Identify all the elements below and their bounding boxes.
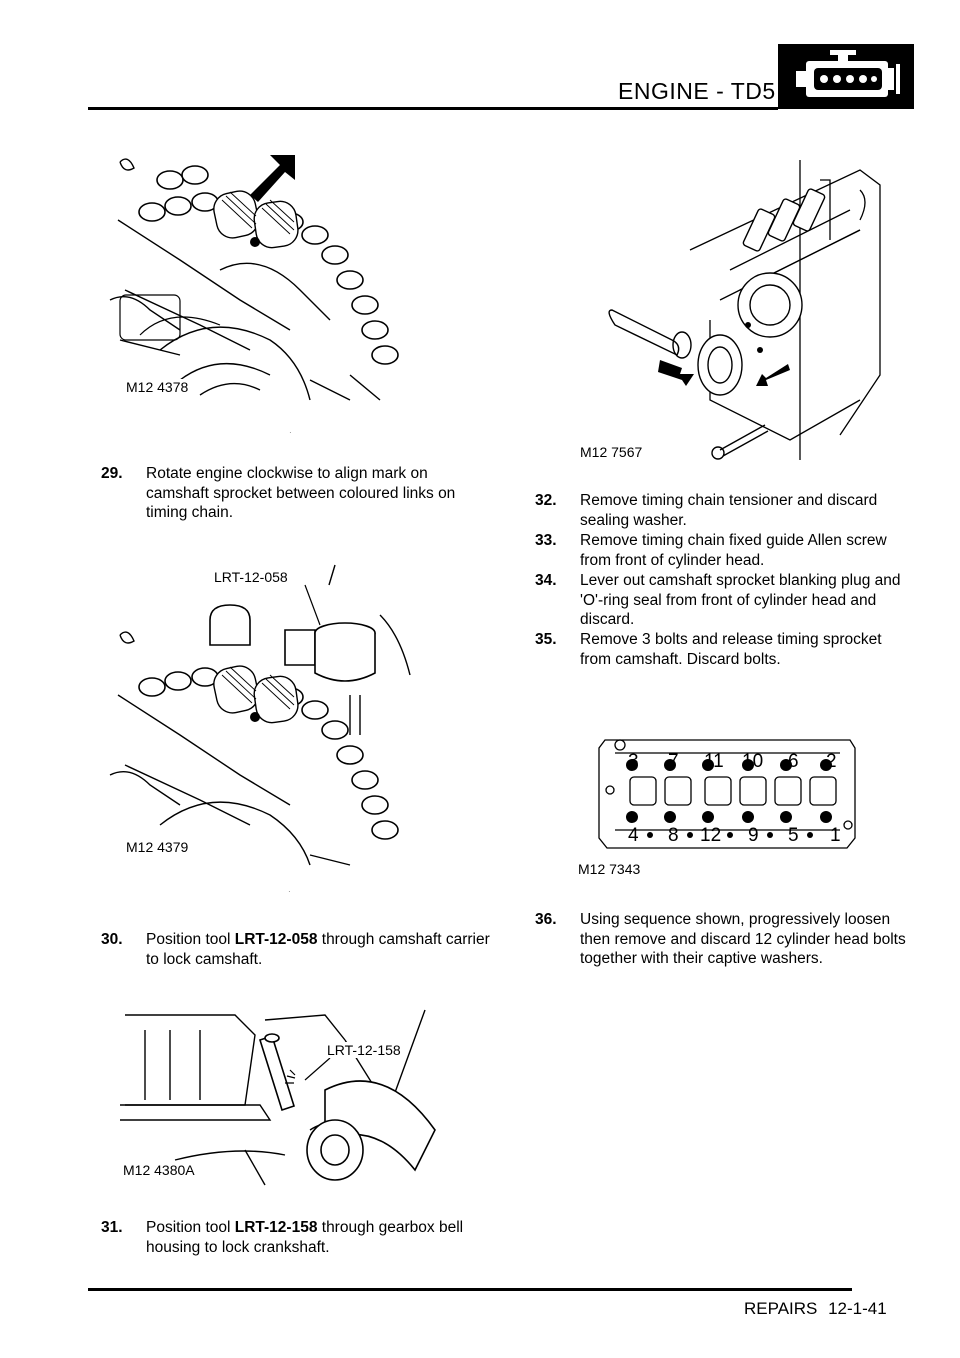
step-number: 36. — [535, 911, 557, 928]
figure-m12-7567: M12 7567 — [570, 160, 890, 465]
bolt-number: 11 — [704, 751, 724, 772]
tool-reference: LRT-12-158 — [234, 1219, 318, 1236]
bolt-number: 6 — [788, 751, 799, 772]
bolt-number: 10 — [742, 751, 764, 772]
step-36: 36. Using sequence shown, progressively … — [535, 910, 915, 970]
step-text: Using sequence shown, progressively loos… — [580, 911, 906, 967]
figure-m12-4380a: LRT-12-158 M12 4380A — [115, 1000, 445, 1190]
page-reference: REPAIRS 12-1-41 — [744, 1299, 887, 1318]
bolt-number: 8 — [668, 825, 679, 846]
step-35: 35. Remove 3 bolts and release timing sp… — [535, 630, 915, 670]
figure-label: M12 7567 — [578, 444, 645, 460]
step-text: through gearbox bell housing to lock cra… — [146, 1219, 464, 1256]
bolt-number: 1 — [830, 825, 841, 846]
step-29: 29. Rotate engine clockwise to align mar… — [101, 464, 501, 524]
figure-label: M12 4380A — [121, 1162, 197, 1178]
bolt-number: 12 — [700, 825, 722, 846]
footer-rule — [88, 1288, 852, 1291]
step-text: Remove 3 bolts and release timing sprock… — [580, 631, 882, 668]
engine-icon — [778, 44, 914, 109]
figure-m12-4378: M12 4378 — [109, 150, 430, 401]
figure-label: M12 4378 — [124, 379, 191, 395]
bolt-sequence-top: 3 7 11 10 6 2 — [628, 751, 848, 773]
step-text: Rotate engine clockwise to align mark on… — [146, 465, 456, 521]
bolt-number: 2 — [826, 751, 837, 772]
figure-dot: · — [289, 428, 292, 437]
step-number: 29. — [101, 465, 123, 482]
step-number: 35. — [535, 631, 557, 648]
step-text: Remove timing chain tensioner and discar… — [580, 492, 878, 529]
step-number: 32. — [535, 492, 557, 509]
step-text: Remove timing chain fixed guide Allen sc… — [580, 532, 887, 569]
step-number: 33. — [535, 532, 557, 549]
step-number: 34. — [535, 572, 557, 589]
step-text: Position tool — [146, 931, 235, 948]
figure-m12-4379: LRT-12-058 M12 4379 — [109, 555, 430, 866]
bolt-number: 9 — [748, 825, 759, 846]
step-33: 33. Remove timing chain fixed guide Alle… — [535, 531, 915, 571]
figure-label: M12 7343 — [576, 861, 643, 877]
step-number: 30. — [101, 931, 123, 948]
tool-label: LRT-12-158 — [325, 1042, 403, 1058]
step-number: 31. — [101, 1219, 123, 1236]
figure-label: M12 4379 — [124, 839, 191, 855]
page-header-title: ENGINE - TD5 — [618, 78, 776, 104]
step-34: 34. Lever out camshaft sprocket blanking… — [535, 571, 915, 631]
header-rule — [88, 107, 778, 110]
bolt-number: 5 — [788, 825, 799, 846]
step-31: 31. Position tool LRT-12-158 through gea… — [101, 1218, 501, 1258]
bolt-sequence-bottom: 4 8 12 9 5 1 — [628, 825, 848, 847]
bolt-number: 4 — [628, 825, 639, 846]
step-30: 30. Position tool LRT-12-058 through cam… — [101, 930, 501, 970]
figure-dot: · — [288, 887, 291, 896]
step-text: Position tool — [146, 1219, 235, 1236]
step-text: Lever out camshaft sprocket blanking plu… — [580, 572, 901, 628]
step-text: through camshaft carrier to lock camshaf… — [146, 931, 490, 968]
step-32: 32. Remove timing chain tensioner and di… — [535, 491, 915, 531]
bolt-number: 7 — [668, 751, 679, 772]
tool-label: LRT-12-058 — [212, 569, 290, 585]
bolt-number: 3 — [628, 751, 639, 772]
tool-reference: LRT-12-058 — [234, 931, 318, 948]
figure-m12-7343: 3 7 11 10 6 2 4 8 12 9 5 1 M12 7343 — [576, 735, 865, 880]
